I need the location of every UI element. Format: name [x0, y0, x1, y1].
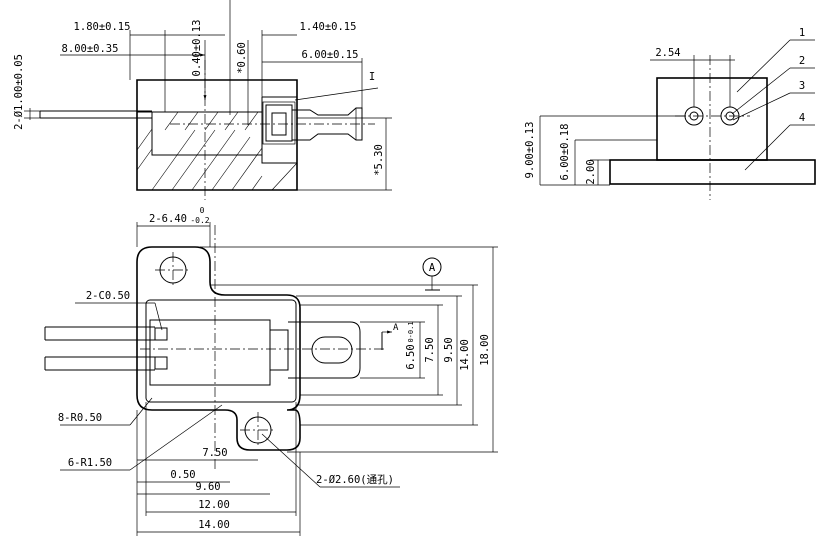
- top-dim-9-60: 9.60: [195, 481, 220, 493]
- top-dim-9-50: 9.50: [443, 337, 455, 362]
- side-dim-9-00: 9.00±0.13: [524, 122, 536, 179]
- front-dim-1-80: 1.80±0.15: [74, 21, 131, 33]
- side-dim-6-00: 6.00±0.18: [559, 124, 571, 181]
- top-connector-tab: [269, 321, 361, 379]
- front-dim-pin-dia: 2-Ø1.00±0.05: [13, 54, 25, 130]
- top-dim-14-00-v: 14.00: [459, 339, 471, 371]
- front-view: 2-Ø1.00±0.05 1.80±0.15 8.00±0.35 0.40±0.…: [13, 0, 392, 200]
- top-dim-18-00: 18.00: [479, 334, 491, 366]
- slot-hole: [311, 336, 353, 364]
- top-dim-6-50-tol: 0-0.1: [407, 321, 415, 342]
- callout-3: 3: [799, 80, 805, 92]
- front-dim-1-40: 1.40±0.15: [300, 21, 357, 33]
- top-radius-8: 8-R0.50: [58, 412, 102, 424]
- top-dim-6-40: 2-6.40: [149, 213, 187, 225]
- top-dim-14-00-h: 14.00: [198, 519, 230, 531]
- section-hatching: [136, 111, 298, 191]
- top-dim-7-50-h: 7.50: [202, 447, 227, 459]
- front-dim-6-00: 6.00±0.15: [302, 49, 359, 61]
- top-dim-6-40-tol-lower: -0.2: [190, 216, 209, 225]
- top-dim-6-50: 6.50: [405, 344, 417, 369]
- top-dim-7-50-v: 7.50: [424, 337, 436, 362]
- callout-1: 1: [799, 27, 805, 39]
- top-radius-6: 6-R1.50: [68, 457, 112, 469]
- top-view: 2-6.40 0 -0.2 2-C0.50 8-R0.50 6-R1.50 A …: [44, 206, 498, 536]
- top-dim-0-50: 0.50: [170, 469, 195, 481]
- side-dim-2-54: 2.54: [655, 47, 680, 59]
- lens-connector: [262, 101, 363, 145]
- top-section-mark: A: [393, 323, 399, 333]
- callout-4: 4: [799, 112, 805, 124]
- side-body: [656, 77, 768, 161]
- top-flange-outline: [136, 246, 301, 451]
- side-dim-2-00: 2.00: [585, 159, 597, 184]
- top-pin-leads: [44, 326, 168, 371]
- top-chamfer: 2-C0.50: [86, 290, 130, 302]
- top-dim-12-00: 12.00: [198, 499, 230, 511]
- front-dim-5-30: *5.30: [373, 144, 385, 176]
- front-dim-0-40: 0.40±0.13: [191, 20, 203, 77]
- pin-leads: [39, 110, 152, 119]
- front-dim-8-00: 8.00±0.35: [62, 43, 119, 55]
- callout-2: 2: [799, 55, 805, 67]
- side-base: [609, 159, 816, 185]
- front-dim-0-60: *0.60: [236, 42, 248, 74]
- top-dim-6-40-tol-upper: 0: [200, 206, 205, 215]
- top-datum: A: [429, 262, 436, 274]
- front-detail-label: I: [369, 71, 375, 83]
- side-view: 2.54 9.00±0.13 6.00±0.18 2.00 1 2 3 4: [524, 27, 816, 200]
- top-through-hole: 2-Ø2.60(通孔): [316, 473, 394, 486]
